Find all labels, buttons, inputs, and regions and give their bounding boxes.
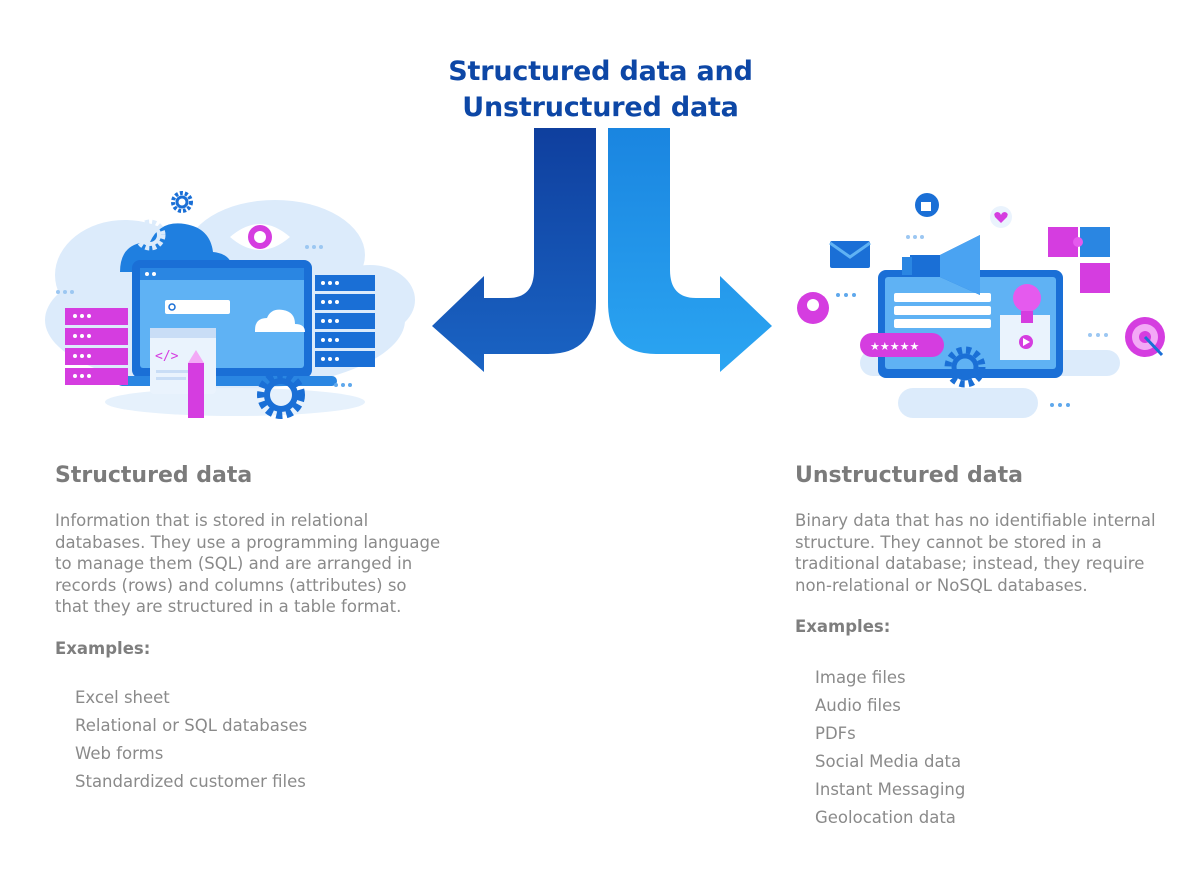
- server-icon: [65, 308, 128, 385]
- pencil-icon: [188, 350, 204, 418]
- structured-data-illustration: </>: [45, 191, 415, 419]
- play-icon: [1019, 335, 1033, 349]
- rating-stars-icon: ★★★★★: [860, 333, 944, 357]
- structured-examples-list: Excel sheet Relational or SQL databases …: [55, 684, 445, 796]
- page-title-line-1: Structured data and: [448, 56, 753, 88]
- left-arrow: [432, 128, 596, 372]
- server-icon: [315, 275, 375, 367]
- puzzle-icon: [1048, 227, 1110, 293]
- svg-text:★★★★★: ★★★★★: [870, 340, 919, 353]
- unstructured-heading: Unstructured data: [795, 463, 1024, 488]
- lightbulb-icon: [1013, 284, 1041, 323]
- list-item: Image files: [815, 668, 906, 688]
- list-item: Audio files: [815, 696, 901, 716]
- unstructured-data-illustration: ★★★★★: [797, 193, 1165, 418]
- heart-icon: [990, 206, 1012, 228]
- cloud-icon: [120, 223, 233, 272]
- list-item: Relational or SQL databases: [75, 715, 308, 735]
- list-item: PDFs: [815, 724, 856, 744]
- thumbs-up-icon: [915, 193, 939, 217]
- megaphone-icon: [902, 235, 980, 295]
- gear-icon: [257, 371, 305, 419]
- code-window-icon: </>: [150, 328, 216, 394]
- cloud-icon: [255, 309, 305, 332]
- unstructured-examples-list: Image files Audio files PDFs Social Medi…: [795, 664, 1185, 832]
- unstructured-examples-label: Examples:: [795, 617, 891, 637]
- unstructured-description: Binary data that has no identifiable int…: [795, 511, 1156, 595]
- mail-icon: [829, 241, 871, 268]
- list-item: Web forms: [75, 743, 164, 763]
- list-item: Instant Messaging: [815, 780, 966, 800]
- structured-heading: Structured data: [55, 463, 253, 488]
- structured-examples-label: Examples:: [55, 638, 151, 658]
- structured-description: Information that is stored in relational…: [55, 511, 441, 617]
- target-icon: [1125, 317, 1165, 357]
- structured-data-panel: Structured data Information that is stor…: [55, 462, 445, 796]
- split-arrows-icon: [432, 128, 772, 372]
- page-title: Structured data and Unstructured data: [0, 54, 1201, 126]
- unstructured-data-panel: Unstructured data Binary data that has n…: [795, 462, 1185, 832]
- list-item: Social Media data: [815, 752, 962, 772]
- gear-icon: [944, 346, 986, 388]
- location-pin-icon: [797, 292, 829, 324]
- eye-icon: [230, 224, 290, 250]
- small-gear-icon: [171, 191, 193, 213]
- list-item: Excel sheet: [75, 687, 170, 707]
- gear-icon: [134, 219, 166, 251]
- svg-text:</>: </>: [155, 349, 179, 364]
- page-title-line-2: Unstructured data: [462, 92, 739, 124]
- right-arrow: [608, 128, 772, 372]
- list-item: Geolocation data: [815, 808, 956, 828]
- list-item: Standardized customer files: [75, 771, 306, 791]
